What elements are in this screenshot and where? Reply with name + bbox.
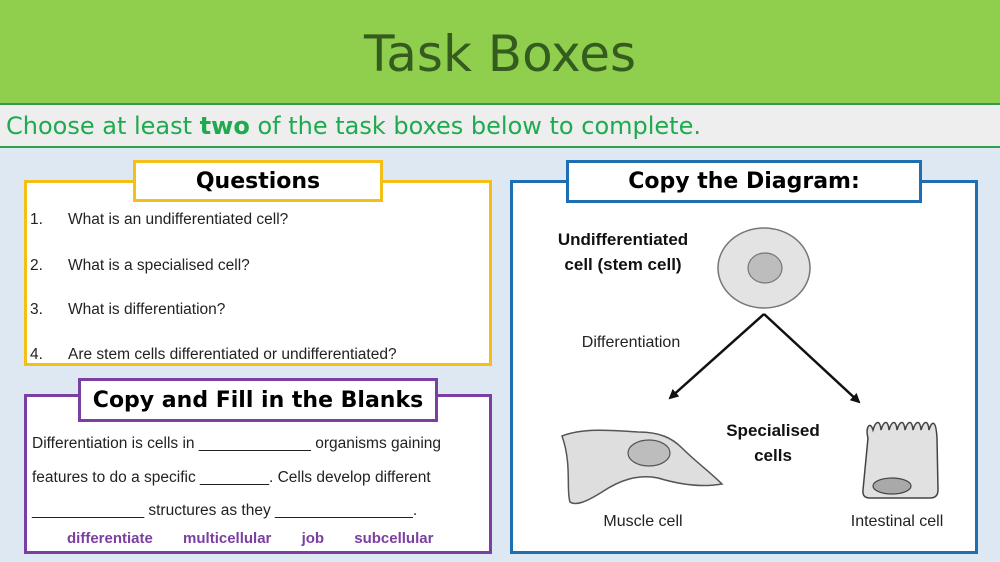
diagram-title: Copy the Diagram: <box>566 160 922 203</box>
stem-cell-illustration <box>717 227 811 309</box>
question-item: 4.Are stem cells differentiated or undif… <box>30 346 397 363</box>
blank-sentence-line: features to do a specific ________. Cell… <box>32 469 431 486</box>
question-item: 1.What is an undifferentiated cell? <box>30 211 289 228</box>
word-bank-item: job <box>301 530 325 547</box>
muscle-cell-illustration <box>561 429 724 505</box>
page-title: Task Boxes <box>363 24 637 83</box>
question-item: 2.What is a specialised cell? <box>30 257 250 274</box>
arrow-to-intestinal-icon <box>763 313 861 404</box>
muscle-cell-label: Muscle cell <box>603 513 683 530</box>
word-bank: differentiate multicellular job subcellu… <box>67 530 459 547</box>
differentiation-diagram <box>561 227 939 505</box>
question-item: 3.What is differentiation? <box>30 301 226 318</box>
stem-cell-label: Undifferentiated cell (stem cell) <box>557 230 689 274</box>
differentiation-label: Differentiation <box>581 334 681 351</box>
header-banner: Task Boxes <box>0 0 1000 105</box>
blank-sentence-line: _____________ structures as they _______… <box>32 502 418 519</box>
intestinal-cell-illustration <box>862 421 939 499</box>
fill-blanks-title: Copy and Fill in the Blanks <box>78 378 438 422</box>
instruction-bar: Choose at least two of the task boxes be… <box>0 105 1000 148</box>
instruction-text: Choose at least two of the task boxes be… <box>6 111 701 140</box>
blank-sentence-line: Differentiation is cells in ____________… <box>32 435 442 452</box>
instruction-emphasis: two <box>199 111 250 140</box>
word-bank-item: multicellular <box>183 530 272 547</box>
intestinal-cell-label: Intestinal cell <box>850 513 944 530</box>
word-bank-item: differentiate <box>67 530 153 547</box>
word-bank-item: subcellular <box>354 530 434 547</box>
arrow-to-muscle-icon <box>668 313 765 400</box>
specialised-cells-label: Specialised cells <box>726 421 820 465</box>
questions-title: Questions <box>133 160 383 202</box>
